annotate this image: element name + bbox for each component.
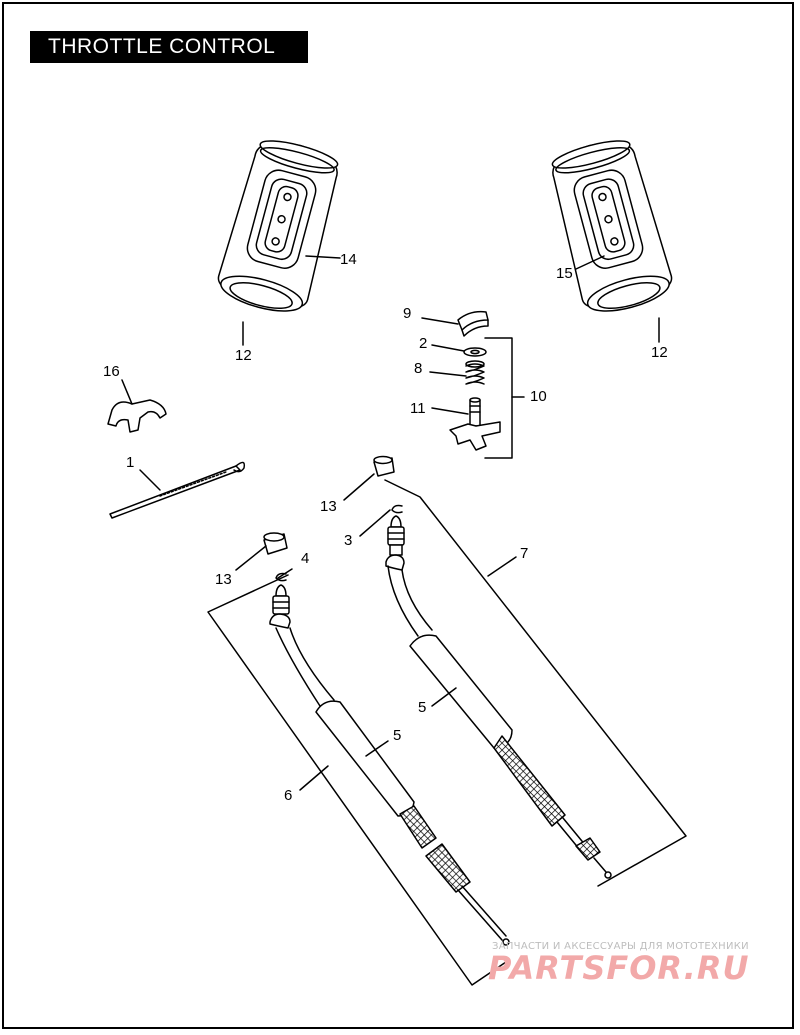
cable-7-bracket bbox=[384, 479, 687, 887]
throttle-cable bbox=[269, 584, 510, 946]
cable-clip bbox=[107, 399, 167, 433]
callout-16: 16 bbox=[103, 363, 120, 380]
callout-13-upper: 13 bbox=[320, 498, 337, 515]
adjusting-screw bbox=[449, 397, 501, 451]
callout-8: 8 bbox=[414, 360, 422, 377]
page-title: THROTTLE CONTROL bbox=[30, 31, 308, 63]
right-hand-grip bbox=[551, 140, 673, 312]
watermark-logo: PARTSFOR.RU bbox=[488, 949, 750, 987]
callout-12-left: 12 bbox=[235, 347, 252, 364]
assembly-10-bracket bbox=[484, 337, 513, 459]
ferrule-upper bbox=[373, 455, 395, 477]
cable-6-bracket bbox=[207, 574, 507, 986]
callout-1: 1 bbox=[126, 454, 134, 471]
callout-3: 3 bbox=[344, 532, 352, 549]
friction-shoe bbox=[457, 310, 489, 337]
callout-12-right: 12 bbox=[651, 344, 668, 361]
ferrule-lower bbox=[263, 532, 288, 555]
callout-9: 9 bbox=[403, 305, 411, 322]
callout-2: 2 bbox=[419, 335, 427, 352]
callout-7: 7 bbox=[520, 545, 528, 562]
callout-11: 11 bbox=[410, 400, 426, 417]
cable-strap bbox=[109, 461, 246, 519]
callout-14: 14 bbox=[340, 251, 357, 268]
retaining-ring-lower bbox=[275, 572, 287, 582]
left-hand-grip bbox=[217, 140, 339, 312]
watermark-tagline: ЗАПЧАСТИ И АКСЕССУАРЫ ДЛЯ МОТОТЕХНИКИ bbox=[492, 941, 749, 952]
spring bbox=[465, 360, 485, 385]
callout-4: 4 bbox=[301, 550, 309, 567]
idle-cable bbox=[385, 515, 612, 879]
washer bbox=[463, 347, 487, 357]
callout-6: 6 bbox=[284, 787, 292, 804]
callout-5-lower: 5 bbox=[393, 727, 401, 744]
callout-5-upper: 5 bbox=[418, 699, 426, 716]
callout-10: 10 bbox=[530, 388, 547, 405]
retaining-ring-upper bbox=[391, 504, 403, 514]
callout-15: 15 bbox=[556, 265, 573, 282]
callout-13-lower: 13 bbox=[215, 571, 232, 588]
